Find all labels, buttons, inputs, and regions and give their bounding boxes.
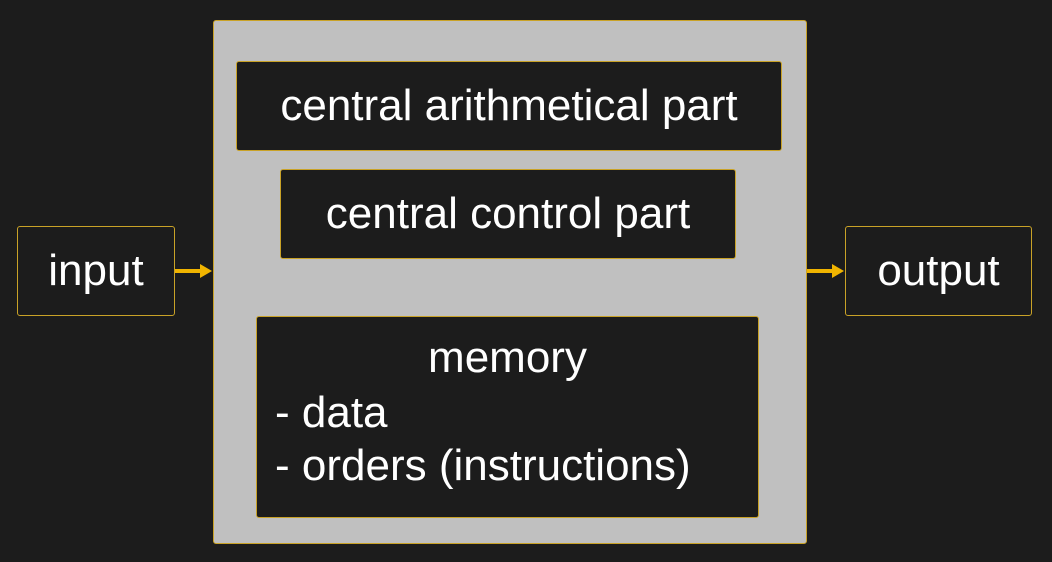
output-box: output xyxy=(845,226,1032,316)
arithmetical-part-label: central arithmetical part xyxy=(280,81,738,130)
arithmetical-part-box: central arithmetical part xyxy=(236,61,782,151)
memory-item-data: - data xyxy=(275,388,388,437)
input-box: input xyxy=(17,226,175,316)
output-label: output xyxy=(877,246,1000,295)
output-arrow xyxy=(807,264,844,278)
memory-title: memory xyxy=(428,333,587,382)
memory-box: memory - data - orders (instructions) xyxy=(256,316,759,518)
input-label: input xyxy=(48,246,144,295)
memory-item-orders: - orders (instructions) xyxy=(275,441,691,490)
control-part-box: central control part xyxy=(280,169,736,259)
control-part-label: central control part xyxy=(325,189,691,238)
input-arrow xyxy=(175,264,212,278)
